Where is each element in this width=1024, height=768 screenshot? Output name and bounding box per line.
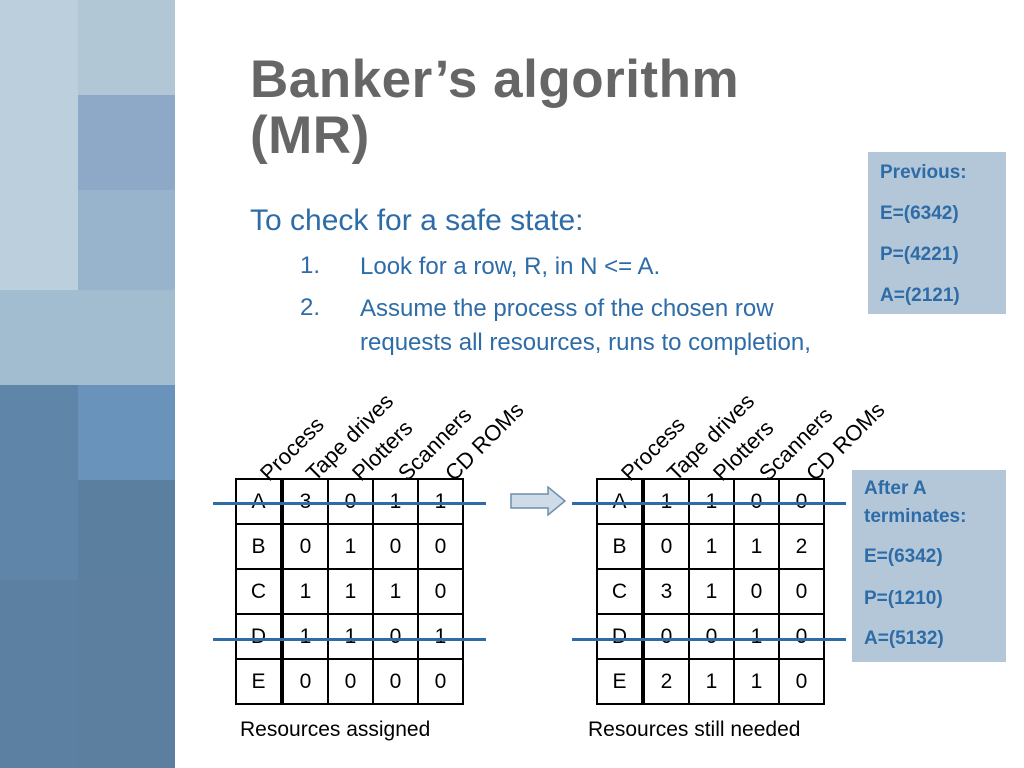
- value-cell: 2: [642, 658, 690, 705]
- value-cell: 3: [281, 478, 329, 525]
- value-cell: 0: [372, 523, 419, 570]
- value-cell: 1: [372, 478, 419, 525]
- value-cell: 1: [327, 613, 374, 660]
- subtitle: To check for a safe state:: [250, 204, 584, 237]
- table-row: D 1 1 0 1: [235, 613, 464, 660]
- value-cell: 0: [642, 613, 690, 660]
- assigned-caption: Resources assigned: [240, 718, 431, 741]
- value-cell: 1: [688, 523, 735, 570]
- value-cell: 0: [778, 478, 825, 525]
- step-number: 1.: [300, 252, 321, 279]
- value-cell: 0: [372, 658, 419, 705]
- table-row: C 3 1 0 0: [596, 568, 825, 615]
- process-cell: E: [235, 658, 284, 705]
- value-cell: 0: [417, 523, 464, 570]
- value-cell: 0: [417, 658, 464, 705]
- value-cell: 1: [417, 478, 464, 525]
- value-cell: 3: [642, 568, 690, 615]
- box-line: terminates:: [864, 506, 967, 527]
- value-cell: 0: [327, 658, 374, 705]
- step-number: 2.: [300, 294, 321, 321]
- value-cell: 0: [733, 568, 780, 615]
- table-row: C 1 1 1 0: [235, 568, 464, 615]
- value-cell: 0: [778, 568, 825, 615]
- resources-needed-table: A 1 1 0 0 B 0 1 1 2 C 3 1 0 0 D 0 0 1 0 …: [596, 478, 825, 705]
- table-row: B 0 1 1 2: [596, 523, 825, 570]
- value-cell: 1: [372, 568, 419, 615]
- process-cell: B: [235, 523, 284, 570]
- value-cell: 1: [281, 568, 329, 615]
- right-arrow-icon: [510, 486, 566, 516]
- value-cell: 1: [688, 568, 735, 615]
- table-row: E 0 0 0 0: [235, 658, 464, 705]
- process-cell: A: [596, 478, 645, 525]
- table-row: E 2 1 1 0: [596, 658, 825, 705]
- value-cell: 1: [688, 658, 735, 705]
- value-cell: 1: [281, 613, 329, 660]
- value-cell: 1: [733, 658, 780, 705]
- step-text: requests all resources, runs to completi…: [360, 329, 811, 356]
- box-line: A=(5132): [864, 628, 944, 649]
- process-cell: C: [596, 568, 645, 615]
- value-cell: 0: [281, 523, 329, 570]
- process-cell: B: [596, 523, 645, 570]
- process-cell: C: [235, 568, 284, 615]
- needed-caption: Resources still needed: [588, 718, 801, 741]
- box-line: After A: [864, 478, 927, 499]
- value-cell: 0: [688, 613, 735, 660]
- process-cell: D: [596, 613, 645, 660]
- step-text: Look for a row, R, in N <= A.: [360, 253, 661, 280]
- slide-title: Banker’s algorithm (MR): [250, 52, 739, 164]
- process-cell: A: [235, 478, 284, 525]
- row-d-strike-line-right: [572, 638, 846, 641]
- box-line: P=(1210): [864, 588, 943, 609]
- value-cell: 1: [642, 478, 690, 525]
- process-cell: D: [235, 613, 284, 660]
- table-row: B 0 1 0 0: [235, 523, 464, 570]
- value-cell: 1: [733, 613, 780, 660]
- title-line-2: (MR): [250, 106, 370, 165]
- resources-assigned-table: A 3 0 1 1 B 0 1 0 0 C 1 1 1 0 D 1 1 0 1 …: [235, 478, 464, 705]
- box-line: P=(4221): [880, 244, 959, 265]
- title-line-1: Banker’s algorithm: [250, 50, 740, 109]
- value-cell: 2: [778, 523, 825, 570]
- value-cell: 1: [688, 478, 735, 525]
- box-line: E=(6342): [864, 546, 943, 567]
- decorative-mosaic: [0, 0, 175, 768]
- table-row: A 3 0 1 1: [235, 478, 464, 525]
- value-cell: 1: [327, 523, 374, 570]
- value-cell: 0: [642, 523, 690, 570]
- value-cell: 0: [778, 613, 825, 660]
- table-row: A 1 1 0 0: [596, 478, 825, 525]
- box-line: Previous:: [880, 162, 967, 183]
- row-a-strike-line-right: [572, 502, 846, 505]
- value-cell: 0: [281, 658, 329, 705]
- value-cell: 1: [733, 523, 780, 570]
- process-cell: E: [596, 658, 645, 705]
- value-cell: 0: [372, 613, 419, 660]
- row-a-strike-line-left: [213, 502, 486, 505]
- row-d-strike-line-left: [213, 638, 486, 641]
- value-cell: 0: [417, 568, 464, 615]
- box-line: E=(6342): [880, 203, 959, 224]
- value-cell: 0: [778, 658, 825, 705]
- value-cell: 0: [327, 478, 374, 525]
- table-row: D 0 0 1 0: [596, 613, 825, 660]
- previous-state-box: Previous: E=(6342) P=(4221) A=(2121): [868, 152, 1006, 314]
- value-cell: 1: [327, 568, 374, 615]
- value-cell: 1: [417, 613, 464, 660]
- after-state-box: After A terminates: E=(6342) P=(1210) A=…: [852, 470, 1006, 662]
- value-cell: 0: [733, 478, 780, 525]
- step-text: Assume the process of the chosen row: [360, 295, 774, 322]
- box-line: A=(2121): [880, 285, 960, 306]
